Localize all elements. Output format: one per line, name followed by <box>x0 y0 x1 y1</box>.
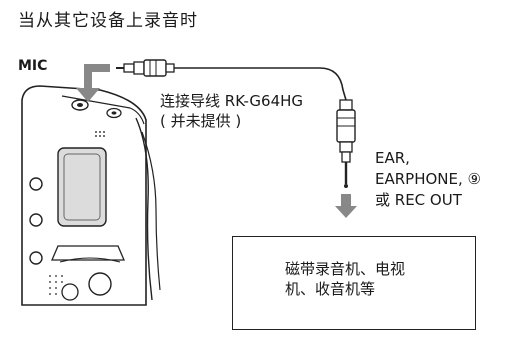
jack-label-line1: EAR, <box>375 149 410 167</box>
jack-label-line3: 或 REC OUT <box>375 191 462 209</box>
insert-arrow-mic <box>76 64 110 102</box>
cable-line <box>174 67 347 101</box>
cable-label-line1: 连接导线 RK-G64HG <box>160 92 304 110</box>
cable-label: 连接导线 RK-G64HG ( 并未提供 ) <box>160 91 303 131</box>
insert-arrow-ear <box>335 194 357 218</box>
ear-plug <box>336 99 356 188</box>
mic-label: MIC <box>18 58 48 74</box>
device-label-line1: 磁带录音机、电视 <box>285 260 406 278</box>
jack-label-line2: EARPHONE, ⑨ <box>375 170 481 188</box>
mic-plug <box>116 59 175 77</box>
external-device-box: 磁带录音机、电视 机、收音机等 <box>232 236 476 330</box>
device-label-line2: 机、收音机等 <box>285 280 376 298</box>
voice-recorder-illustration <box>21 85 161 306</box>
cable-label-line2: ( 并未提供 ) <box>160 112 242 130</box>
recorder-screen <box>57 147 107 227</box>
jack-label: EAR, EARPHONE, ⑨ 或 REC OUT <box>375 148 481 211</box>
external-device-label: 磁带录音机、电视 机、收音机等 <box>285 259 405 299</box>
page-title: 当从其它设备上录音时 <box>18 11 198 31</box>
